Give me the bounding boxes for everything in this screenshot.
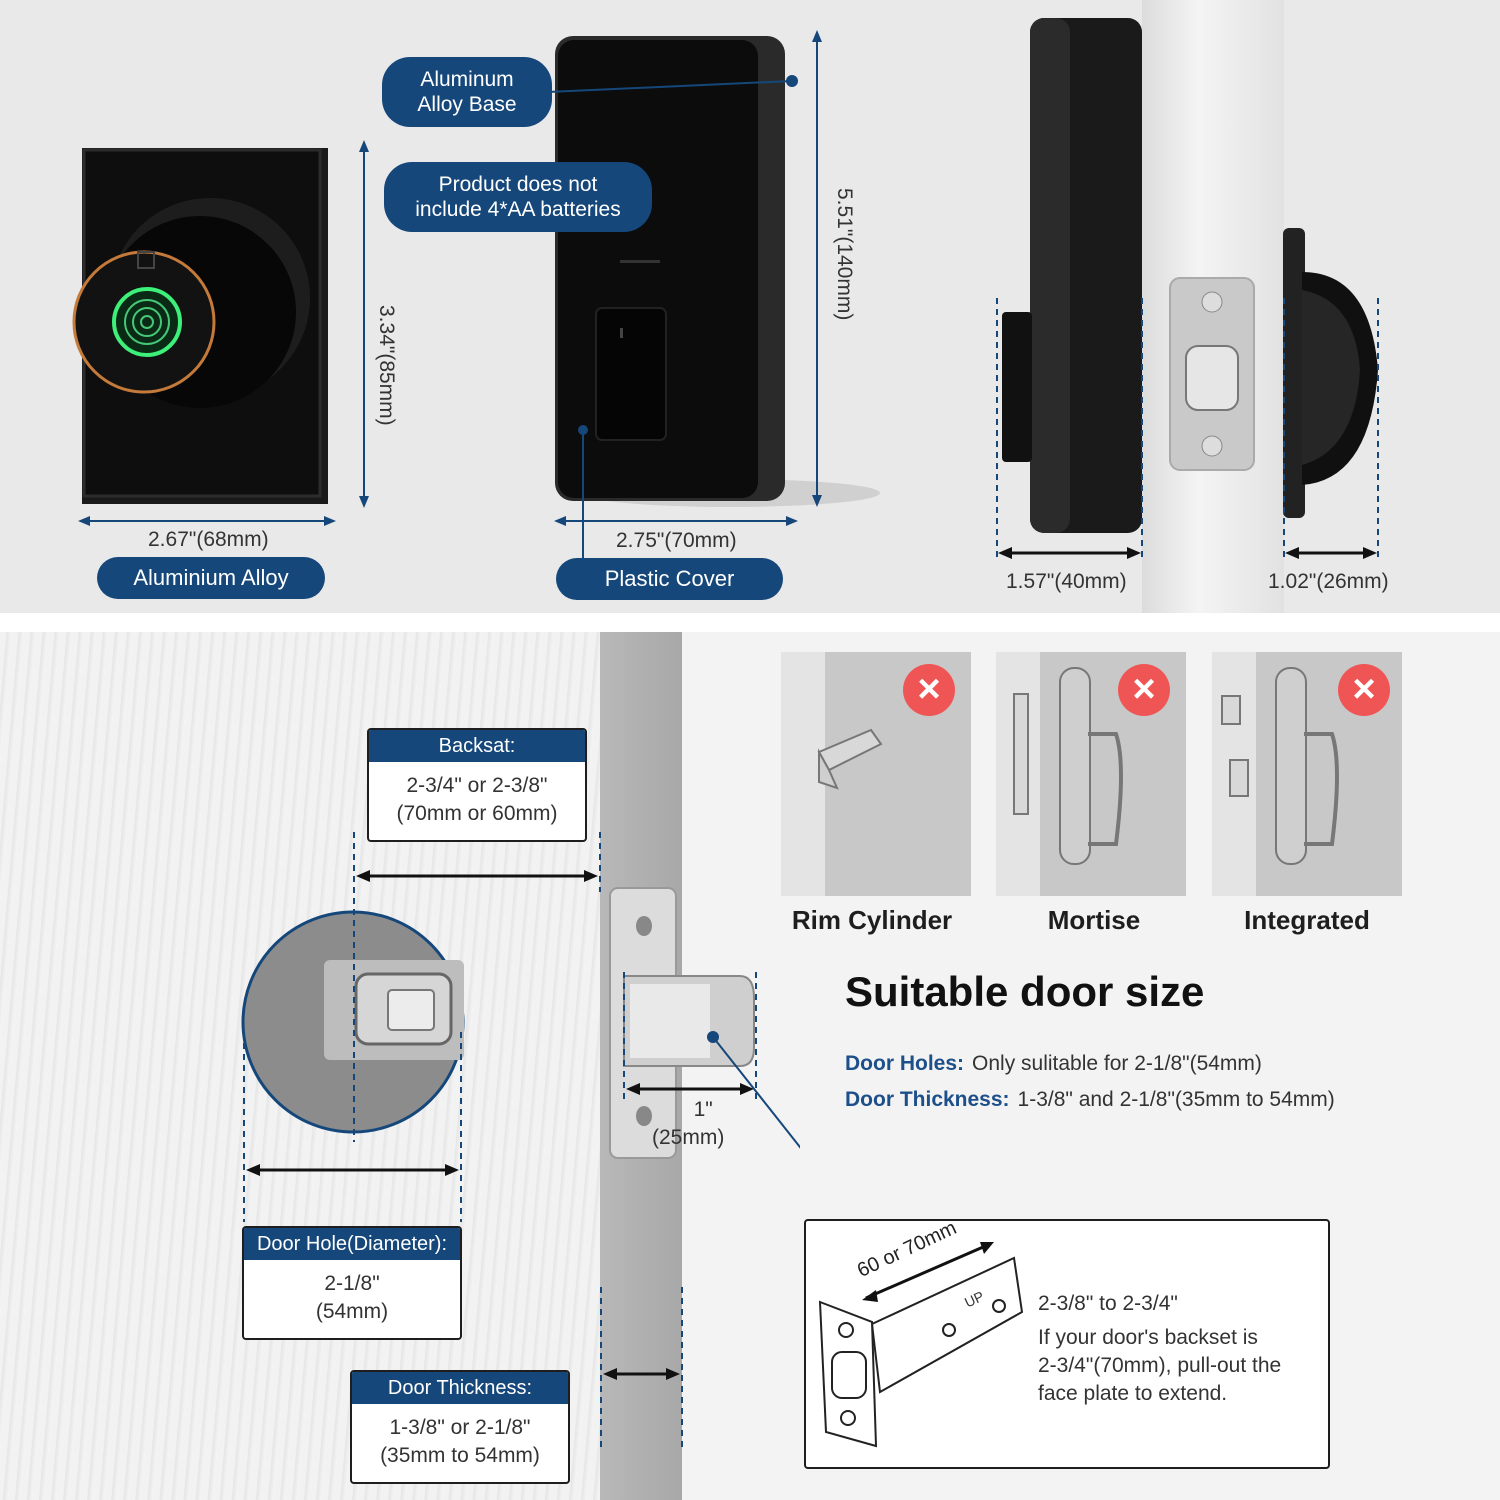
not-compatible-icon: × xyxy=(903,664,955,716)
exterior-keypad-image xyxy=(72,148,328,504)
not-compatible-icon: × xyxy=(1338,664,1390,716)
backset-note-3: face plate to extend. xyxy=(1038,1382,1228,1405)
mortise-label: Mortise xyxy=(1047,905,1141,935)
backset-title: Backsat: xyxy=(369,730,585,762)
mortise-card: × xyxy=(996,652,1186,896)
exterior-dimension-lines xyxy=(78,140,369,526)
width-front-label: 2.67"(68mm) xyxy=(148,528,269,551)
rim-cylinder-label: Rim Cylinder xyxy=(791,905,953,935)
integrated-label: Integrated xyxy=(1244,905,1370,935)
suitable-door-size-heading: Suitable door size xyxy=(845,968,1205,1015)
backset-note-2: 2-3/4"(70mm), pull-out the xyxy=(1038,1354,1282,1377)
mortise-icon xyxy=(1013,667,1123,865)
aluminium-alloy-callout: Aluminium Alloy xyxy=(97,557,325,599)
door-thickness-title: Door Thickness: xyxy=(352,1372,568,1404)
not-compatible-icon: × xyxy=(1118,664,1170,716)
door-thickness-values: 1-3/8" or 2-1/8" (35mm to 54mm) xyxy=(380,1416,540,1468)
backset-values: 2-3/4" or 2-3/8" (70mm or 60mm) xyxy=(396,774,558,826)
depth-outside-label: 1.02"(26mm) xyxy=(1268,570,1389,593)
door-thickness-info-box: Door Thickness: 1-3/8" or 2-1/8" (35mm t… xyxy=(350,1370,570,1484)
aluminum-base-callout: Aluminum Alloy Base xyxy=(382,57,552,127)
door-hole-title: Door Hole(Diameter): xyxy=(244,1228,460,1260)
backset-note-1: If your door's backset is xyxy=(1038,1326,1258,1349)
adjustable-latch-diagram xyxy=(818,1242,1024,1448)
latch-depth-label: 1" (25mm) xyxy=(652,1098,725,1150)
installation-dimension-lines xyxy=(243,832,800,1450)
side-view-image xyxy=(1002,18,1378,533)
height-front-label: 3.34"(85mm) xyxy=(375,305,398,426)
door-hole-info-box: Door Hole(Diameter): 2-1/8" (54mm) xyxy=(242,1226,462,1340)
rim-cylinder-card: × xyxy=(781,652,971,896)
backset-info-box: Backsat: 2-3/4" or 2-3/8" (70mm or 60mm) xyxy=(367,728,587,842)
interior-dimension-lines xyxy=(554,30,822,560)
backset-range: 2-3/8" to 2-3/4" xyxy=(1038,1292,1178,1315)
batteries-callout: Product does not include 4*AA batteries xyxy=(384,162,652,232)
integrated-card: × xyxy=(1212,652,1402,896)
depth-dimension-lines xyxy=(996,298,1379,562)
depth-inside-label: 1.57"(40mm) xyxy=(1006,570,1127,593)
width-back-label: 2.75"(70mm) xyxy=(616,529,737,552)
door-holes-spec: Door Holes:Only sulitable for 2-1/8"(54m… xyxy=(845,1052,1262,1075)
integrated-lock-icon xyxy=(1221,667,1339,865)
door-thickness-spec: Door Thickness:1-3/8" and 2-1/8"(35mm to… xyxy=(845,1088,1335,1111)
plastic-cover-callout: Plastic Cover xyxy=(556,558,783,600)
interior-unit-image xyxy=(555,36,880,507)
rim-cylinder-icon xyxy=(817,728,883,790)
base-callout-line xyxy=(547,75,798,93)
height-back-label: 5.51"(140mm) xyxy=(833,188,856,321)
door-hole-values: 2-1/8" (54mm) xyxy=(315,1272,389,1324)
panel-divider xyxy=(0,613,1500,632)
